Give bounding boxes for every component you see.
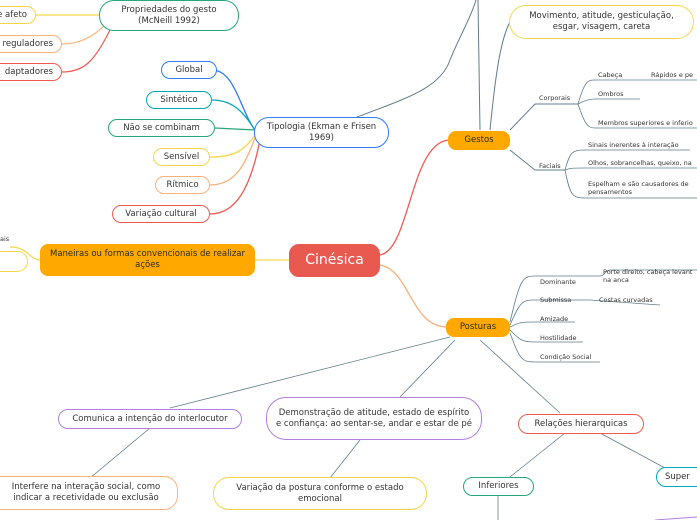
interfere-node[interactable]: Interfere na interação social, como indi… xyxy=(0,476,178,510)
faciais-interacao-label: Sinais inerentes à interação xyxy=(588,141,679,149)
link-relacoes-superiores xyxy=(599,432,666,469)
submissa-detail-label: Costas curvadas xyxy=(599,296,653,304)
link-posturas-amizade xyxy=(509,321,575,328)
link-tipologia-variacao xyxy=(209,139,261,215)
tipologia-naosecombinam-node[interactable]: Não se combinam xyxy=(108,119,215,137)
hostilidade-label: Hostilidade xyxy=(540,334,577,342)
link-posturas-hostilidade xyxy=(509,329,583,343)
submissa-label: Submissa xyxy=(540,296,572,304)
link-tipologia-naosecombinam xyxy=(214,127,256,131)
link-gestos-topdesc xyxy=(489,21,511,131)
link-tipologia-sensivel xyxy=(209,134,256,158)
faciais-espelham-label: Espelham e são causadores de pensamentos xyxy=(588,180,689,196)
link-center-posturas xyxy=(379,264,447,328)
amizade-label: Amizade xyxy=(540,315,569,323)
link-posturas-demonstracao xyxy=(399,339,456,398)
dominante-label: Dominante xyxy=(540,278,576,286)
link-relacoes-inferiores xyxy=(509,432,566,478)
membros-label: Membros superiores e inferio xyxy=(598,119,693,127)
gestos-node[interactable]: Gestos xyxy=(448,131,510,150)
demonstracao-node[interactable]: Demonstração de atitude, estado de espír… xyxy=(266,397,482,440)
propriedades-reguladores-node[interactable]: reguladores xyxy=(0,35,62,53)
center-node[interactable]: Cinésica xyxy=(289,244,380,277)
link-posturas-condicao xyxy=(509,332,600,363)
link-prop-reguladores xyxy=(61,24,106,45)
relacoes-node[interactable]: Relações hierarquicas xyxy=(518,414,644,434)
comunica-node[interactable]: Comunica a intenção do interlocutor xyxy=(58,409,242,429)
link-center-gestos xyxy=(379,139,449,256)
link-tipologia-sintetico xyxy=(211,99,256,131)
variacao-postura-node[interactable]: Variação da postura conforme o estado em… xyxy=(213,477,427,510)
propriedades-adaptadores-node[interactable]: daptadores xyxy=(0,63,62,81)
dominante-detail-label: Porte direito, cabeça levant na anca xyxy=(603,268,693,284)
link-faciais-3 xyxy=(564,169,697,199)
link-posturas-dominante xyxy=(509,269,697,323)
cabeca-label: Cabeça xyxy=(598,71,623,79)
condicao-social-label: Condição Social xyxy=(540,353,592,361)
tipologia-sintetico-node[interactable]: Sintético xyxy=(146,91,212,109)
tipologia-global-node[interactable]: Global xyxy=(161,61,217,79)
link-comunica-interfere xyxy=(89,427,151,479)
posturas-node[interactable]: Posturas xyxy=(446,318,510,337)
link-demonstracao-variacao xyxy=(329,439,361,479)
link-tipologia-ritmico xyxy=(209,137,256,186)
faciais-olhos-label: Olhos, sobrancelhas, queixo, na xyxy=(588,159,692,167)
link-maneiras-left xyxy=(9,246,41,261)
link-tipologia-gestos xyxy=(354,0,477,119)
link-gestos-up xyxy=(477,0,481,131)
faciais-label: Faciais xyxy=(539,162,561,170)
corporais-label: Corporais xyxy=(539,94,571,102)
cabeca-detail-label: Rápidos e pe xyxy=(651,71,694,79)
superiores-node[interactable]: Super xyxy=(656,467,697,487)
link-posturas-submissa xyxy=(509,299,661,326)
tipologia-ritmico-node[interactable]: Rítmico xyxy=(155,176,210,194)
propriedades-afeto-node[interactable]: es de afeto xyxy=(0,6,36,24)
maneiras-left-node[interactable] xyxy=(0,251,28,272)
maneiras-node[interactable]: Maneiras ou formas convencionais de real… xyxy=(40,244,255,276)
link-corporais-cabeca xyxy=(577,79,697,105)
link-gestos-faciais xyxy=(509,149,565,171)
link-posturas-comunica xyxy=(169,336,451,409)
tipologia-variacao-node[interactable]: Variação cultural xyxy=(112,205,210,223)
tipologia-node[interactable]: Tipologia (Ekman e Frisen 1969) xyxy=(254,117,389,148)
link-prop-adaptadores xyxy=(61,29,111,73)
tipologia-sensivel-node[interactable]: Sensível xyxy=(153,148,210,166)
link-corporais-ombros xyxy=(577,98,640,105)
link-gestos-corporais xyxy=(509,103,578,131)
link-faciais-2 xyxy=(564,167,697,171)
inferiores-node[interactable]: Inferiores xyxy=(463,477,534,496)
ombros-label: Ombros xyxy=(598,90,624,98)
link-corporais-membros xyxy=(577,103,697,129)
gestos-description-node[interactable]: Movimento, atitude, gesticulação, esgar,… xyxy=(509,5,694,39)
maneiras-left-fragment: ais xyxy=(0,235,10,243)
propriedades-node[interactable]: Propriedades do gesto (McNeill 1992) xyxy=(99,0,239,31)
link-faciais-1 xyxy=(564,149,690,171)
link-posturas-relacoes xyxy=(479,339,561,414)
